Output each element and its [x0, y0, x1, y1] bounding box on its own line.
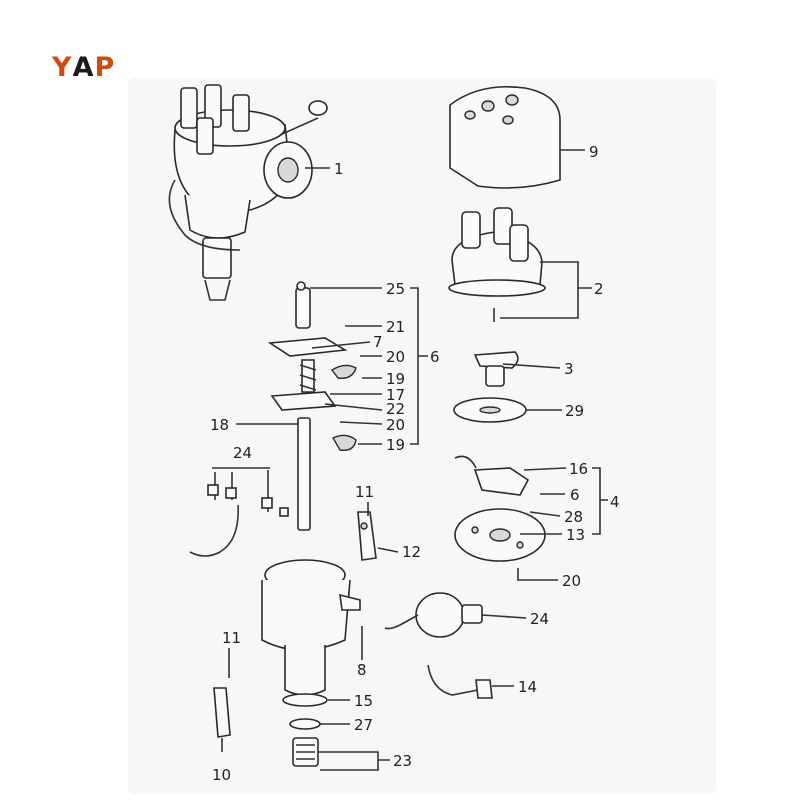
- callout-17: 17: [386, 386, 405, 404]
- callout-15: 15: [354, 692, 373, 710]
- callout-24a: 24: [233, 444, 252, 462]
- callout-9: 9: [589, 143, 599, 161]
- callout-10: 10: [212, 766, 231, 784]
- callout-2: 2: [594, 280, 604, 298]
- part-lead-14: [427, 664, 493, 699]
- callout-6a: 6: [430, 348, 440, 366]
- brand-logo: YAP: [52, 52, 115, 83]
- part-governor-shaft: [267, 281, 348, 531]
- part-gear-23: [292, 737, 319, 767]
- callout-20b: 20: [386, 416, 405, 434]
- part-ring-27: [289, 718, 321, 730]
- leader-lines: [212, 149, 608, 771]
- callout-18: 18: [210, 416, 229, 434]
- callout-labels: 1 9 2 25 21 7 20 6 19 17 22 20 19 18 3 2…: [210, 143, 620, 784]
- logo-text: YAP: [52, 52, 115, 83]
- part-rotor-3: [473, 351, 519, 387]
- part-cap-9: [449, 85, 561, 189]
- part-clip-12: [357, 511, 377, 561]
- callout-16: 16: [569, 460, 588, 478]
- callout-24b: 24: [530, 610, 549, 628]
- callout-7: 7: [373, 333, 383, 351]
- callout-3: 3: [564, 360, 574, 378]
- callout-21: 21: [386, 318, 405, 336]
- callout-12: 12: [402, 543, 421, 561]
- callout-11b: 11: [222, 629, 241, 647]
- callout-22: 22: [386, 400, 405, 418]
- logo-letter: P: [94, 52, 116, 83]
- callout-4: 4: [610, 493, 620, 511]
- part-seal-15: [282, 693, 328, 707]
- part-weight-19a: [330, 364, 357, 379]
- callout-13: 13: [566, 526, 585, 544]
- callout-20c: 20: [562, 572, 581, 590]
- part-housing: [261, 559, 361, 696]
- part-distributor-assembly: [168, 84, 328, 301]
- part-clip-10: [213, 648, 231, 752]
- callout-20a: 20: [386, 348, 405, 366]
- callout-23: 23: [393, 752, 412, 770]
- logo-letter: A: [72, 52, 95, 83]
- callout-11a: 11: [355, 483, 374, 501]
- callout-6b: 6: [570, 486, 580, 504]
- callout-19a: 19: [386, 370, 405, 388]
- part-distributor-cap-2: [448, 207, 546, 322]
- callout-27: 27: [354, 716, 373, 734]
- callout-29: 29: [565, 402, 584, 420]
- part-harness-24: [189, 470, 289, 557]
- part-breaker-plate-13: [454, 508, 546, 562]
- part-breaker-16: [454, 455, 530, 496]
- logo-letter: Y: [52, 52, 73, 83]
- callout-1: 1: [334, 160, 344, 178]
- callout-28: 28: [564, 508, 583, 526]
- part-vacuum-advance-24: [384, 592, 483, 638]
- callout-14: 14: [518, 678, 537, 696]
- part-weight-19b: [332, 434, 357, 451]
- callout-8: 8: [357, 661, 367, 679]
- callout-19b: 19: [386, 436, 405, 454]
- callout-25: 25: [386, 280, 405, 298]
- part-dust-cover-29: [453, 397, 527, 423]
